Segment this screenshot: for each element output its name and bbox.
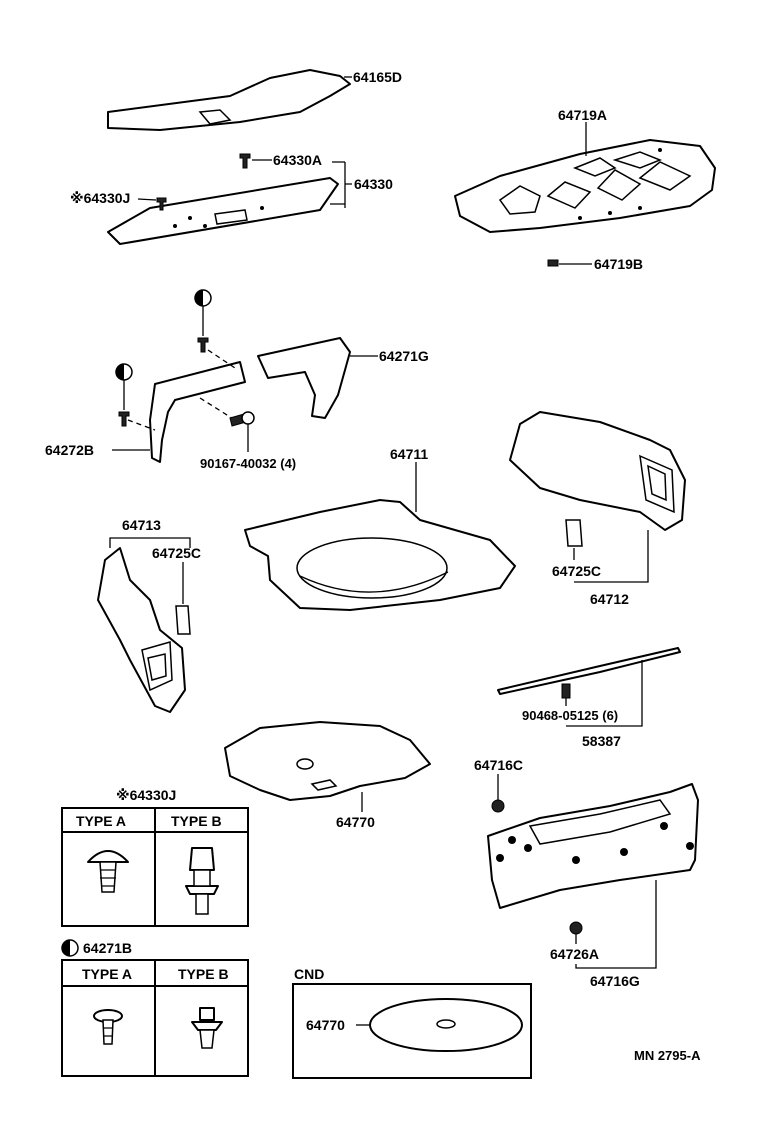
clip-table-2-type-b: TYPE B bbox=[178, 966, 229, 982]
clip-type-a-icon bbox=[87, 850, 129, 893]
label-64165D: 64165D bbox=[353, 69, 402, 85]
clip-64725C-right bbox=[565, 519, 583, 547]
part-64716G bbox=[487, 783, 699, 909]
clip-type-a-icon bbox=[93, 1009, 123, 1045]
label-64711: 64711 bbox=[390, 446, 428, 462]
half-circle-symbol-icon bbox=[115, 363, 133, 427]
label-64712: 64712 bbox=[590, 591, 629, 607]
clip-64330A bbox=[239, 153, 272, 169]
label-64719A: 64719A bbox=[558, 107, 607, 123]
clip-table-1-type-a: TYPE A bbox=[76, 813, 126, 829]
label-64716G: 64716G bbox=[590, 973, 640, 989]
label-64725C-right: 64725C bbox=[552, 563, 601, 579]
screw-90468-05125 bbox=[561, 683, 571, 699]
label-64713: 64713 bbox=[122, 517, 161, 533]
part-64713 bbox=[97, 547, 186, 713]
label-64330: 64330 bbox=[354, 176, 393, 192]
diagram-reference-code: MN 2795-A bbox=[634, 1048, 701, 1063]
part-64271G bbox=[257, 337, 351, 419]
clip-table-2-type-a: TYPE A bbox=[82, 966, 132, 982]
part-64770 bbox=[224, 721, 431, 801]
label-64725C-left: 64725C bbox=[152, 545, 201, 561]
clip-type-b-icon bbox=[191, 1007, 223, 1049]
half-circle-symbol-icon bbox=[61, 939, 79, 957]
part-64712 bbox=[509, 411, 686, 531]
label-64716C: 64716C bbox=[474, 757, 523, 773]
half-circle-symbol-icon bbox=[194, 289, 212, 353]
label-64770: 64770 bbox=[336, 814, 375, 830]
clip-64725C-left bbox=[175, 605, 191, 635]
clip-table-2-title: 64271B bbox=[83, 940, 132, 956]
label-64330J: ※64330J bbox=[70, 190, 130, 206]
label-64330A: 64330A bbox=[273, 152, 322, 168]
label-64719B: 64719B bbox=[594, 256, 643, 272]
clip-table-64271B: 64271B TYPE A TYPE B bbox=[61, 939, 249, 1077]
clip-table-1-title: ※64330J bbox=[116, 787, 176, 803]
part-64272B bbox=[149, 361, 246, 463]
part-64330 bbox=[107, 177, 339, 245]
screw-90167-40032 bbox=[229, 411, 255, 427]
clip-64726A bbox=[569, 921, 583, 935]
label-64272B: 64272B bbox=[45, 442, 94, 458]
cnd-variant-box: CND 64770 bbox=[292, 966, 532, 1079]
part-58387 bbox=[497, 647, 681, 695]
part-64711 bbox=[244, 499, 516, 611]
label-64271G: 64271G bbox=[379, 348, 429, 364]
label-90167-40032: 90167-40032 (4) bbox=[200, 456, 296, 471]
part-64165D bbox=[107, 69, 352, 131]
cnd-label: CND bbox=[294, 966, 324, 982]
clip-table-1-type-b: TYPE B bbox=[171, 813, 222, 829]
clip-64719B bbox=[547, 259, 559, 267]
label-90468-05125: 90468-05125 (6) bbox=[522, 708, 618, 723]
clip-64330J-small bbox=[156, 197, 167, 211]
clip-type-b-icon bbox=[185, 847, 219, 915]
label-64770-cnd: 64770 bbox=[306, 1017, 345, 1033]
part-64719A bbox=[454, 139, 716, 233]
clip-table-64330J: ※64330J TYPE A TYPE B bbox=[61, 787, 249, 927]
clip-64716C bbox=[491, 799, 505, 813]
label-58387: 58387 bbox=[582, 733, 621, 749]
label-64726A: 64726A bbox=[550, 946, 599, 962]
